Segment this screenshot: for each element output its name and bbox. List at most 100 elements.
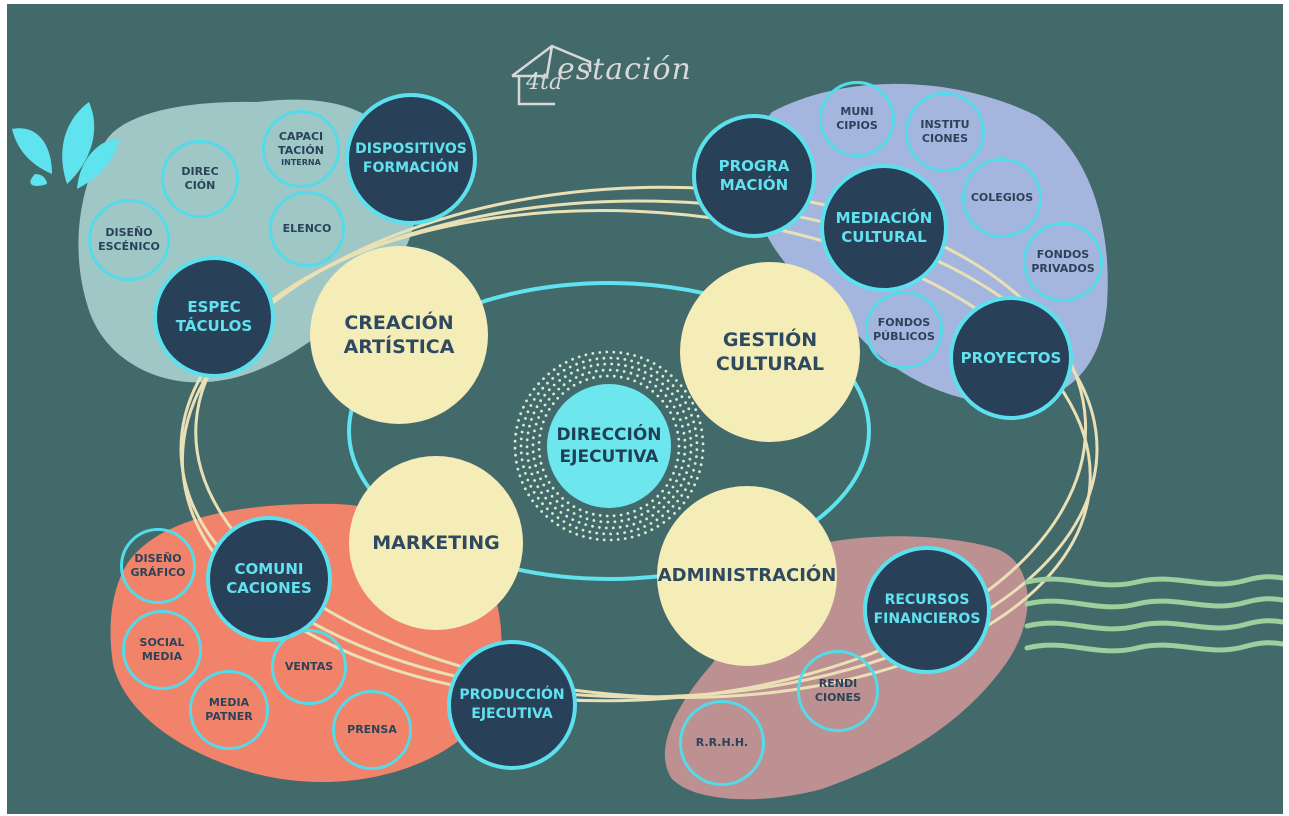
- item-fondos-publicos: FONDOS PÚBLICOS: [865, 291, 943, 369]
- halo-dot: [611, 526, 615, 530]
- halo-dot: [684, 488, 687, 491]
- halo-dot: [679, 384, 683, 388]
- halo-dot: [646, 359, 650, 362]
- halo-dot: [624, 364, 627, 368]
- halo-dot: [547, 408, 551, 411]
- halo-dot: [671, 485, 675, 489]
- halo-dot: [670, 392, 674, 396]
- halo-dot: [532, 398, 536, 401]
- halo-dot: [571, 518, 575, 521]
- halo-dot: [529, 404, 533, 407]
- halo-dot: [666, 387, 670, 391]
- item-ventas: VENTAS: [271, 629, 347, 705]
- halo-dot: [562, 527, 566, 530]
- halo-dot: [527, 493, 531, 497]
- halo-dot: [526, 452, 529, 456]
- halo-dot: [517, 419, 520, 422]
- halo-dot: [595, 357, 599, 361]
- halo-dot: [671, 495, 675, 499]
- halo-dot: [554, 506, 557, 510]
- halo-dot: [515, 425, 519, 429]
- halo-dot: [513, 439, 517, 443]
- item-rendiciones: RENDI CIONES: [797, 650, 879, 732]
- halo-dot: [672, 405, 676, 409]
- item-prensa: PRENSA: [332, 690, 412, 770]
- halo-dot: [591, 524, 594, 528]
- halo-dot: [619, 351, 623, 355]
- halo-dot: [693, 427, 697, 431]
- halo-dot: [571, 357, 574, 361]
- halo-dot: [532, 436, 535, 440]
- halo-dot: [598, 351, 602, 354]
- halo-dot: [522, 423, 525, 427]
- halo-dot: [630, 359, 633, 363]
- node-proyectos: PROYECTOS: [949, 296, 1073, 420]
- halo-dot: [682, 431, 686, 435]
- halo-dot: [616, 532, 619, 535]
- halo-dot: [696, 414, 700, 418]
- halo-dot: [539, 461, 543, 465]
- halo-dot: [667, 500, 671, 504]
- halo-dot: [541, 468, 545, 472]
- halo-dot: [683, 452, 686, 456]
- halo-dot: [671, 384, 675, 388]
- halo-dot: [601, 368, 605, 372]
- halo-dot: [674, 465, 678, 469]
- halo-dot: [666, 509, 670, 513]
- halo-dot: [592, 376, 595, 380]
- halo-dot: [644, 531, 647, 535]
- halo-dot: [613, 520, 617, 524]
- halo-dot: [677, 437, 681, 441]
- halo-dot: [695, 441, 699, 444]
- halo-dot: [682, 459, 685, 463]
- halo-dot: [582, 535, 585, 538]
- halo-dot: [532, 457, 536, 461]
- halo-dot: [518, 474, 522, 478]
- halo-dot: [591, 512, 595, 516]
- halo-dot: [671, 505, 675, 508]
- halo-dot: [514, 432, 518, 436]
- halo-dot: [543, 393, 547, 397]
- outer-orbit-lines: [179, 185, 1099, 703]
- halo-dot: [595, 531, 599, 535]
- halo-dot: [526, 478, 530, 482]
- item-diseno-grafico: DISEÑO GRÁFICO: [120, 528, 196, 604]
- halo-dot: [661, 382, 664, 386]
- halo-dot: [701, 449, 705, 453]
- halo-dot: [550, 519, 554, 523]
- halo-dot: [575, 362, 578, 366]
- halo-dot: [676, 458, 679, 462]
- item-capacitacion-sublabel: INTERNA: [281, 158, 321, 167]
- halo-dot: [672, 471, 675, 475]
- halo-dot: [700, 456, 704, 460]
- halo-dot: [634, 515, 637, 519]
- halo-dot: [612, 350, 616, 354]
- halo-dot: [539, 399, 542, 403]
- halo-dot: [618, 525, 622, 529]
- halo-dot: [656, 494, 660, 498]
- halo-dot: [520, 430, 524, 434]
- halo-dot: [520, 458, 524, 462]
- halo-dot: [678, 473, 681, 476]
- halo-dot: [693, 483, 696, 487]
- halo-dot: [585, 378, 589, 381]
- halo-dot: [558, 379, 561, 382]
- halo-dot: [616, 538, 620, 541]
- halo-dot: [677, 444, 681, 448]
- halo-dot: [667, 516, 671, 520]
- halo-dot: [661, 399, 665, 403]
- halo-dot: [659, 389, 663, 392]
- halo-dot: [606, 520, 610, 524]
- halo-dot: [556, 492, 559, 495]
- halo-dot: [581, 373, 584, 377]
- halo-dot: [544, 474, 548, 478]
- halo-dot: [595, 537, 599, 541]
- halo-dot: [645, 517, 648, 521]
- halo-dot: [528, 424, 531, 428]
- halo-dot: [662, 505, 666, 509]
- halo-dot: [603, 362, 607, 366]
- halo-dot: [689, 450, 693, 454]
- halo-dot: [675, 398, 678, 401]
- halo-dot: [604, 526, 608, 530]
- halo-dot: [529, 484, 533, 488]
